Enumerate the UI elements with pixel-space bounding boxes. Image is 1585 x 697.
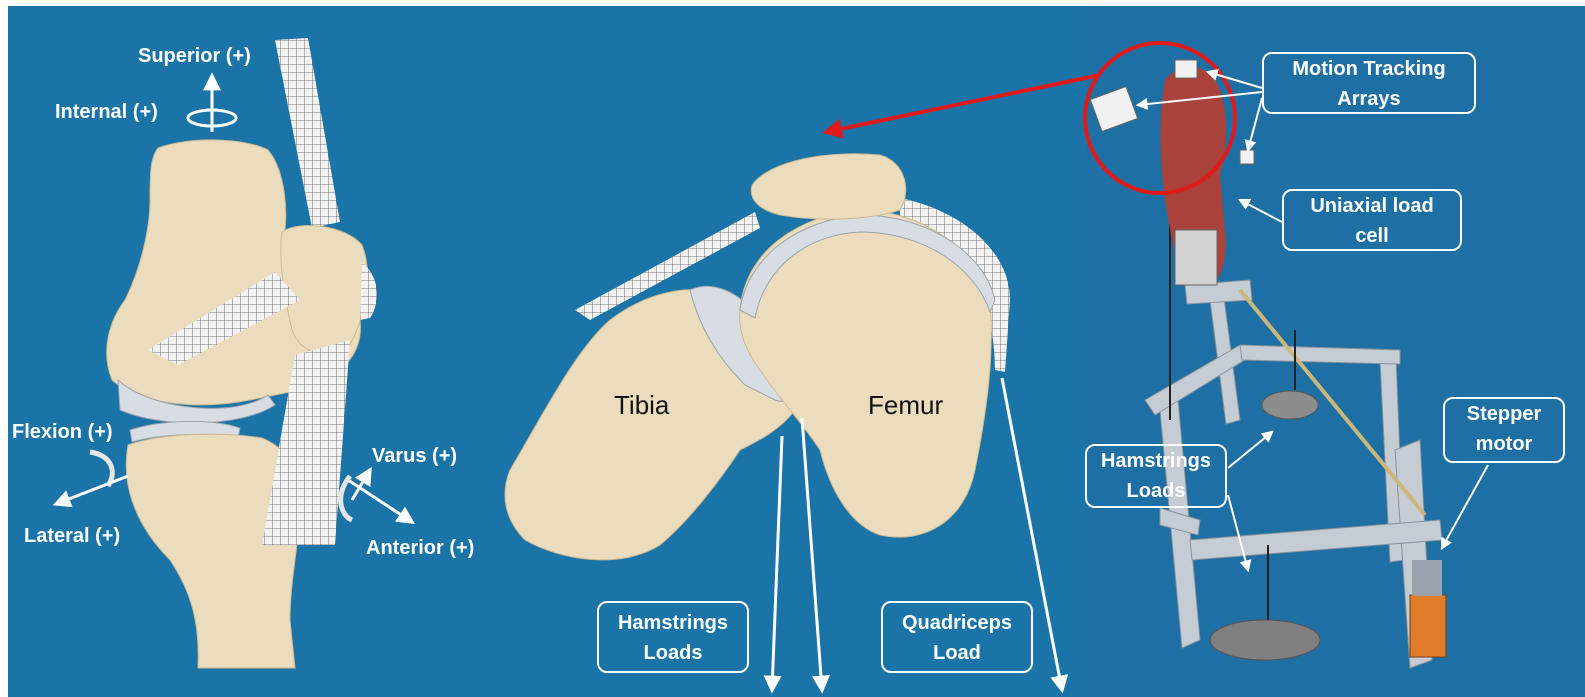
load-cell-line-2: cell: [1284, 221, 1460, 251]
tracking-array-top: [1175, 60, 1197, 78]
hamstrings-loads-right-box: Hamstrings Loads: [1085, 444, 1227, 508]
weight-upper: [1262, 391, 1318, 419]
stepper-motor-line-2: motor: [1445, 429, 1563, 459]
specimen-clamp: [1175, 230, 1217, 285]
quadriceps-load-line-1: Quadriceps: [883, 608, 1031, 638]
stepper-motor-body: [1410, 595, 1446, 657]
hamstrings-loads-box: Hamstrings Loads: [597, 601, 749, 673]
femur-label: Femur: [868, 390, 943, 421]
hamstrings-right-line-1: Hamstrings: [1087, 446, 1225, 476]
patella-left: [281, 226, 368, 354]
stepper-motor-cap: [1412, 560, 1442, 596]
hamstrings-loads-line-2: Loads: [599, 638, 747, 668]
motion-tracking-line-2: Arrays: [1264, 84, 1474, 114]
load-cell-box: Uniaxial load cell: [1282, 189, 1462, 251]
motion-tracking-line-1: Motion Tracking: [1264, 54, 1474, 84]
motion-tracking-box: Motion Tracking Arrays: [1262, 52, 1476, 114]
hamstrings-right-line-2: Loads: [1087, 476, 1225, 506]
axis-label-internal: Internal (+): [55, 102, 158, 122]
load-cell-line-1: Uniaxial load: [1284, 191, 1460, 221]
stepper-motor-box: Stepper motor: [1443, 397, 1565, 463]
tracking-array-side: [1240, 150, 1254, 164]
axis-label-varus: Varus (+): [372, 446, 457, 466]
hamstrings-loads-line-1: Hamstrings: [599, 608, 747, 638]
quadriceps-load-line-2: Load: [883, 638, 1031, 668]
weight-lower: [1210, 620, 1320, 660]
axis-label-flexion: Flexion (+): [12, 422, 113, 442]
axis-label-lateral: Lateral (+): [24, 526, 120, 546]
axis-label-superior: Superior (+): [138, 46, 251, 66]
stepper-motor-line-1: Stepper: [1445, 399, 1563, 429]
tibia-label: Tibia: [614, 390, 669, 421]
quadriceps-load-box: Quadriceps Load: [881, 601, 1033, 673]
axis-label-anterior: Anterior (+): [366, 538, 474, 558]
